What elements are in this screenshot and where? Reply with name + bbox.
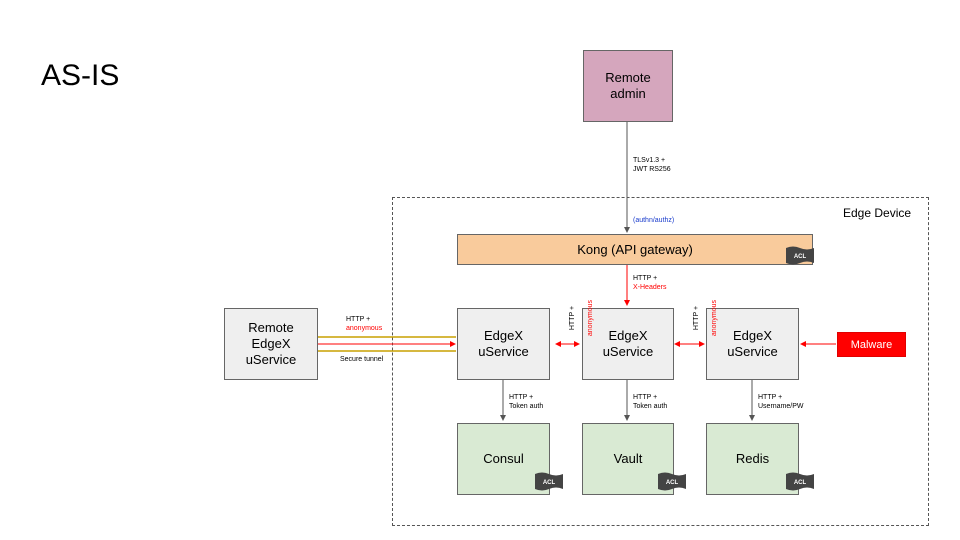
left-center-link-label: HTTP + anonymous <box>559 295 594 345</box>
authn-authz-label: (authn/authz) <box>633 217 675 224</box>
kong-label: Kong (API gateway) <box>577 241 693 257</box>
kong-gateway-node: Kong (API gateway) <box>457 234 813 265</box>
kong-edgex-http-label: HTTP + <box>633 275 658 282</box>
center-right-link-label: HTTP + anonymous <box>683 295 718 345</box>
kong-acl-badge: ACL <box>786 246 814 265</box>
remote-edgex-label: Remote EdgeX uService <box>245 320 297 367</box>
edgex-center-node: EdgeX uService <box>582 308 674 380</box>
edgex-center-label: EdgeX uService <box>602 328 654 359</box>
redis-link-label: HTTP + Username/PW <box>758 394 804 410</box>
consul-node: Consul <box>457 423 550 495</box>
consul-link-label: HTTP + Token auth <box>509 394 544 410</box>
edge-device-label: Edge Device <box>843 206 912 220</box>
center-right-http-label: HTTP + <box>693 305 700 331</box>
secure-tunnel-label: Secure tunnel <box>340 356 384 363</box>
acl-text: ACL <box>794 254 807 260</box>
kong-edgex-headers-label: X-Headers <box>633 284 667 291</box>
edge-device-boundary <box>392 197 929 526</box>
vault-acl-badge: ACL <box>658 472 686 491</box>
page-title: AS-IS <box>41 59 120 92</box>
remote-anonymous-label: anonymous <box>346 325 383 332</box>
remote-http-label: HTTP + <box>346 316 371 323</box>
remote-admin-node: Remote admin <box>583 50 673 122</box>
left-center-http-label: HTTP + <box>569 305 576 331</box>
admin-kong-link-label: TLSv1.3 + JWT RS256 <box>633 157 671 173</box>
redis-node: Redis <box>706 423 799 495</box>
edgex-right-node: EdgeX uService <box>706 308 799 380</box>
vault-node: Vault <box>582 423 674 495</box>
edgex-left-label: EdgeX uService <box>478 328 529 359</box>
vault-link-label: HTTP + Token auth <box>633 394 668 410</box>
remote-edgex-node: Remote EdgeX uService <box>224 308 318 380</box>
consul-label: Consul <box>483 451 524 466</box>
edgex-right-label: EdgeX uService <box>727 328 778 359</box>
acl-text: ACL <box>794 480 807 486</box>
edgex-left-node: EdgeX uService <box>457 308 550 380</box>
center-right-anonymous-label: anonymous <box>711 299 718 337</box>
consul-acl-badge: ACL <box>535 472 563 491</box>
malware-node: Malware <box>837 332 906 357</box>
vault-label: Vault <box>613 451 643 466</box>
acl-text: ACL <box>543 480 556 486</box>
acl-text: ACL <box>666 480 679 486</box>
redis-acl-badge: ACL <box>786 472 814 491</box>
redis-label: Redis <box>735 451 770 466</box>
remote-admin-label: Remote admin <box>605 70 651 101</box>
malware-label: Malware <box>850 338 893 351</box>
left-center-anonymous-label: anonymous <box>587 299 594 337</box>
